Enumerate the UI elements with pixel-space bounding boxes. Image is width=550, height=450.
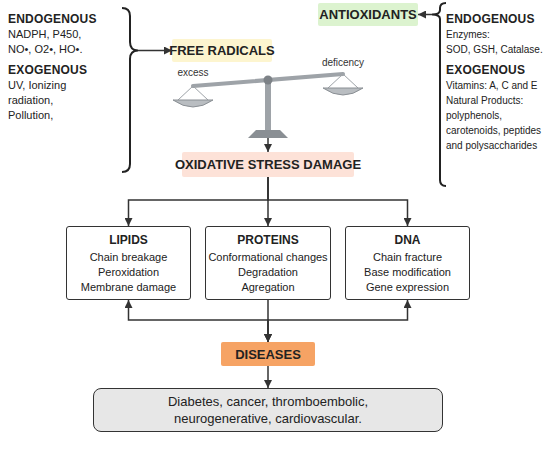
body-text: Enzymes:: [446, 27, 550, 42]
heading-text: EXOGENOUS: [8, 63, 96, 78]
connector: [267, 366, 269, 388]
antioxidants-box: ANTIOXIDANTS: [318, 3, 418, 26]
target-box: LIPIDS Chain breakagePeroxidationMembrane…: [66, 226, 191, 300]
heading-text: DISEASES: [235, 347, 301, 362]
heading-text: ANTIOXIDANTS: [319, 7, 417, 22]
connector: [138, 50, 172, 52]
body-text: Agregation: [206, 280, 330, 295]
connector: [129, 177, 269, 226]
body-text: Chain breakage: [67, 250, 190, 265]
disease-list-box: Diabetes, cancer, thromboembolic, neurog…: [93, 388, 443, 432]
heading-text: OXIDATIVE STRESS DAMAGE: [175, 157, 361, 172]
heading-text: ENDOGENOUS: [8, 12, 96, 27]
scale-base: [248, 130, 288, 138]
connector: [129, 300, 269, 342]
body-text: Natural Products: polyphenols, carotenoi…: [446, 93, 550, 153]
heading-text: FREE RADICALS: [169, 43, 274, 58]
target-box: DNA Chain fractureBase modificationGene e…: [345, 226, 470, 300]
connector: [268, 177, 408, 226]
source-group: ENDOGENOUSNADPH, P450, NO•, O2•, HO•. EXO…: [4, 8, 138, 172]
body-text: Conformational changes: [206, 250, 330, 265]
scale-beam: [193, 74, 343, 86]
target-box: PROTEINS Conformational changesDegradatio…: [205, 226, 331, 300]
body-text: Base modification: [346, 265, 469, 280]
scale-string: [328, 74, 358, 88]
body-text: Membrane damage: [67, 280, 190, 295]
body-text: Diabetes, cancer, thromboembolic, neurog…: [118, 393, 418, 427]
scale-pan: [173, 100, 213, 107]
scale-pole: [265, 80, 271, 132]
body-text: Vitamins: A, C and E: [446, 78, 550, 93]
body-text: Chain fracture: [346, 250, 469, 265]
body-text: NADPH, P450, NO•, O2•, HO•.: [8, 27, 96, 57]
heading-text: DNA: [346, 232, 469, 248]
stress-box: OXIDATIVE STRESS DAMAGE: [182, 152, 354, 177]
source-group: ENDOGENOUSEnzymes:SOD, GSH, Catalase. EXO…: [432, 8, 550, 190]
scale-label: excess: [177, 67, 208, 78]
connector: [418, 14, 432, 16]
scale-arrow: [267, 138, 269, 152]
body-text: Degradation: [206, 265, 330, 280]
heading-text: LIPIDS: [67, 232, 190, 248]
body-text: SOD, GSH, Catalase.: [446, 42, 550, 57]
heading-text: PROTEINS: [206, 232, 330, 248]
connector: [268, 300, 408, 342]
diseases-box: DISEASES: [221, 342, 315, 366]
body-text: Gene expression: [346, 280, 469, 295]
connector: [267, 300, 269, 342]
connector: [267, 177, 269, 226]
scale-pivot: [264, 76, 273, 85]
curly-bracket: [122, 8, 138, 172]
heading-text: ENDOGENOUS: [446, 12, 550, 27]
body-text: Peroxidation: [67, 265, 190, 280]
heading-text: EXOGENOUS: [446, 63, 550, 78]
free-radicals-box: FREE RADICALS: [172, 39, 272, 62]
body-text: UV, Ionizing radiation, Pollution,: [8, 78, 96, 123]
curly-bracket: [432, 3, 446, 186]
scale-string: [178, 86, 208, 100]
scale-label: deficency: [322, 57, 364, 68]
scale-pan: [323, 88, 363, 95]
